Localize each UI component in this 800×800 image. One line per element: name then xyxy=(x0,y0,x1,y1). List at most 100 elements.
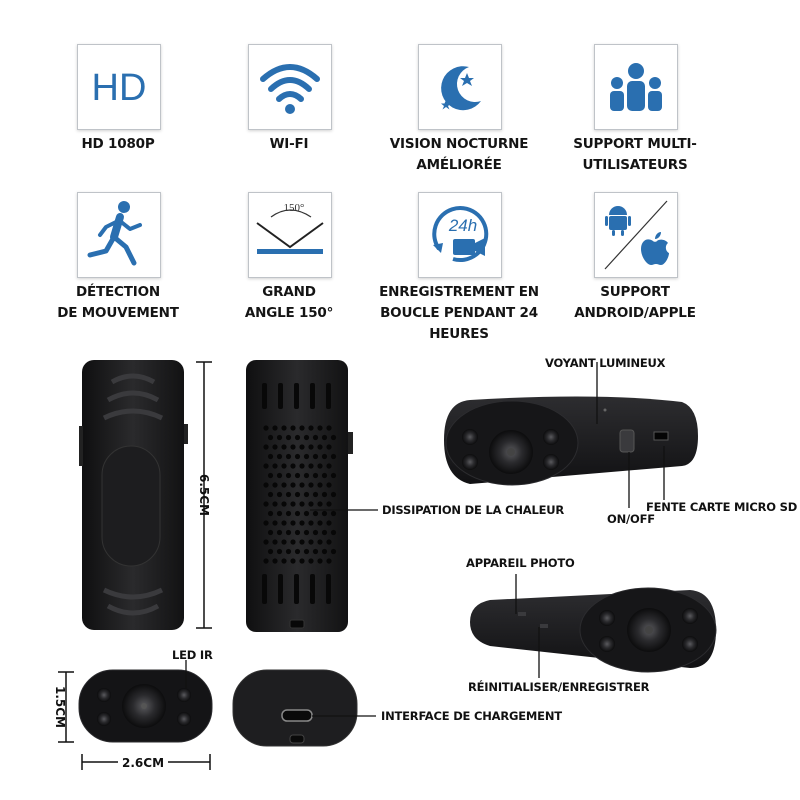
vent-hole xyxy=(281,463,287,469)
vent-hole xyxy=(303,472,310,479)
vent-hole xyxy=(290,539,296,545)
vent-hole xyxy=(330,529,337,536)
vent-hole xyxy=(281,539,287,545)
vent-hole xyxy=(272,463,278,469)
vent-hole xyxy=(330,548,337,555)
vent-hole xyxy=(294,434,301,441)
vent-hole xyxy=(290,520,296,526)
device-back-view xyxy=(246,360,353,632)
vent-hole xyxy=(290,501,296,507)
vent-hole xyxy=(312,510,319,517)
vent-hole xyxy=(285,510,292,517)
vent-hole xyxy=(299,444,305,450)
label-camera: APPAREIL PHOTO xyxy=(466,556,575,570)
vent-hole xyxy=(308,463,314,469)
vent-hole xyxy=(317,520,323,526)
feature-label-loop: ENREGISTREMENT EN BOUCLE PENDANT 24 HEUR… xyxy=(379,284,539,342)
feature-label-angle: GRAND ANGLE 150° xyxy=(244,284,334,321)
feature-label-motion: DÉTECTION DE MOUVEMENT xyxy=(57,284,179,321)
vent-hole xyxy=(285,491,292,498)
vent-hole xyxy=(267,548,274,555)
vent-hole xyxy=(276,453,283,460)
vent-hole xyxy=(294,548,301,555)
vent-hole xyxy=(272,558,278,564)
loop-24h-icon: 24h xyxy=(418,192,502,278)
vent-hole xyxy=(312,434,319,441)
dimension-height: 6.5CM xyxy=(197,473,211,516)
vent-hole xyxy=(294,472,301,479)
vent-hole xyxy=(303,510,310,517)
vent-hole xyxy=(294,529,301,536)
vent-hole xyxy=(303,529,310,536)
vent-hole xyxy=(267,453,274,460)
vent-hole xyxy=(308,444,314,450)
vent-hole xyxy=(326,520,332,526)
label-ir-led: LED IR xyxy=(172,648,213,662)
vent-hole xyxy=(276,434,283,441)
vent-hole xyxy=(326,501,332,507)
vent-hole xyxy=(294,510,301,517)
vent-hole xyxy=(303,548,310,555)
device-angled-view-bottom xyxy=(470,587,717,673)
label-heat-dissipation: DISSIPATION DE LA CHALEUR xyxy=(382,503,565,517)
vent-hole xyxy=(303,453,310,460)
hd-icon-text: HD xyxy=(92,67,147,109)
vent-hole xyxy=(321,510,328,517)
vent-hole xyxy=(321,434,328,441)
vent-hole xyxy=(267,529,274,536)
vent-hole xyxy=(326,482,332,488)
vent-hole xyxy=(317,501,323,507)
label-onoff: ON/OFF xyxy=(607,512,655,526)
device-lens-end-view xyxy=(78,669,213,743)
label-indicator-light: VOYANT LUMINEUX xyxy=(545,356,666,370)
vent-hole xyxy=(312,453,319,460)
vent-hole xyxy=(276,491,283,498)
vent-hole xyxy=(308,520,314,526)
vent-hole xyxy=(267,510,274,517)
vent-hole xyxy=(312,491,319,498)
vent-hole xyxy=(294,453,301,460)
vent-hole xyxy=(290,482,296,488)
android-apple-icon xyxy=(594,192,678,278)
moon-star-icon xyxy=(418,44,502,130)
device-angled-view-top xyxy=(444,396,698,486)
vent-hole xyxy=(272,520,278,526)
vent-hole xyxy=(299,482,305,488)
running-man-icon xyxy=(77,192,161,278)
vent-hole xyxy=(326,558,332,564)
vent-hole xyxy=(326,539,332,545)
vent-hole xyxy=(308,501,314,507)
vent-hole xyxy=(317,539,323,545)
vent-hole xyxy=(276,548,283,555)
vent-hole xyxy=(285,453,292,460)
vent-hole xyxy=(281,520,287,526)
vent-hole xyxy=(263,444,269,450)
dimension-width: 2.6CM xyxy=(118,756,169,770)
vent-hole xyxy=(285,472,292,479)
vent-hole xyxy=(263,463,269,469)
vent-hole xyxy=(263,501,269,507)
vent-hole xyxy=(267,434,274,441)
vent-hole xyxy=(285,529,292,536)
device-charging-end-view xyxy=(232,669,358,747)
vent-hole xyxy=(263,425,269,431)
feature-label-os: SUPPORT ANDROID/APPLE xyxy=(574,284,696,321)
vent-hole xyxy=(272,539,278,545)
device-front-view xyxy=(79,360,188,630)
vent-hole xyxy=(299,558,305,564)
vent-hole xyxy=(272,482,278,488)
vent-hole xyxy=(330,491,337,498)
vent-hole xyxy=(330,453,337,460)
vent-hole xyxy=(290,463,296,469)
vent-hole xyxy=(299,463,305,469)
vent-hole xyxy=(326,425,332,431)
vent-hole xyxy=(308,425,314,431)
users-icon xyxy=(594,44,678,130)
vent-hole xyxy=(272,425,278,431)
vent-hole xyxy=(272,501,278,507)
dimension-thickness: 1.5CM xyxy=(53,685,67,728)
vent-hole xyxy=(276,510,283,517)
vent-hole xyxy=(281,444,287,450)
vent-hole xyxy=(308,482,314,488)
